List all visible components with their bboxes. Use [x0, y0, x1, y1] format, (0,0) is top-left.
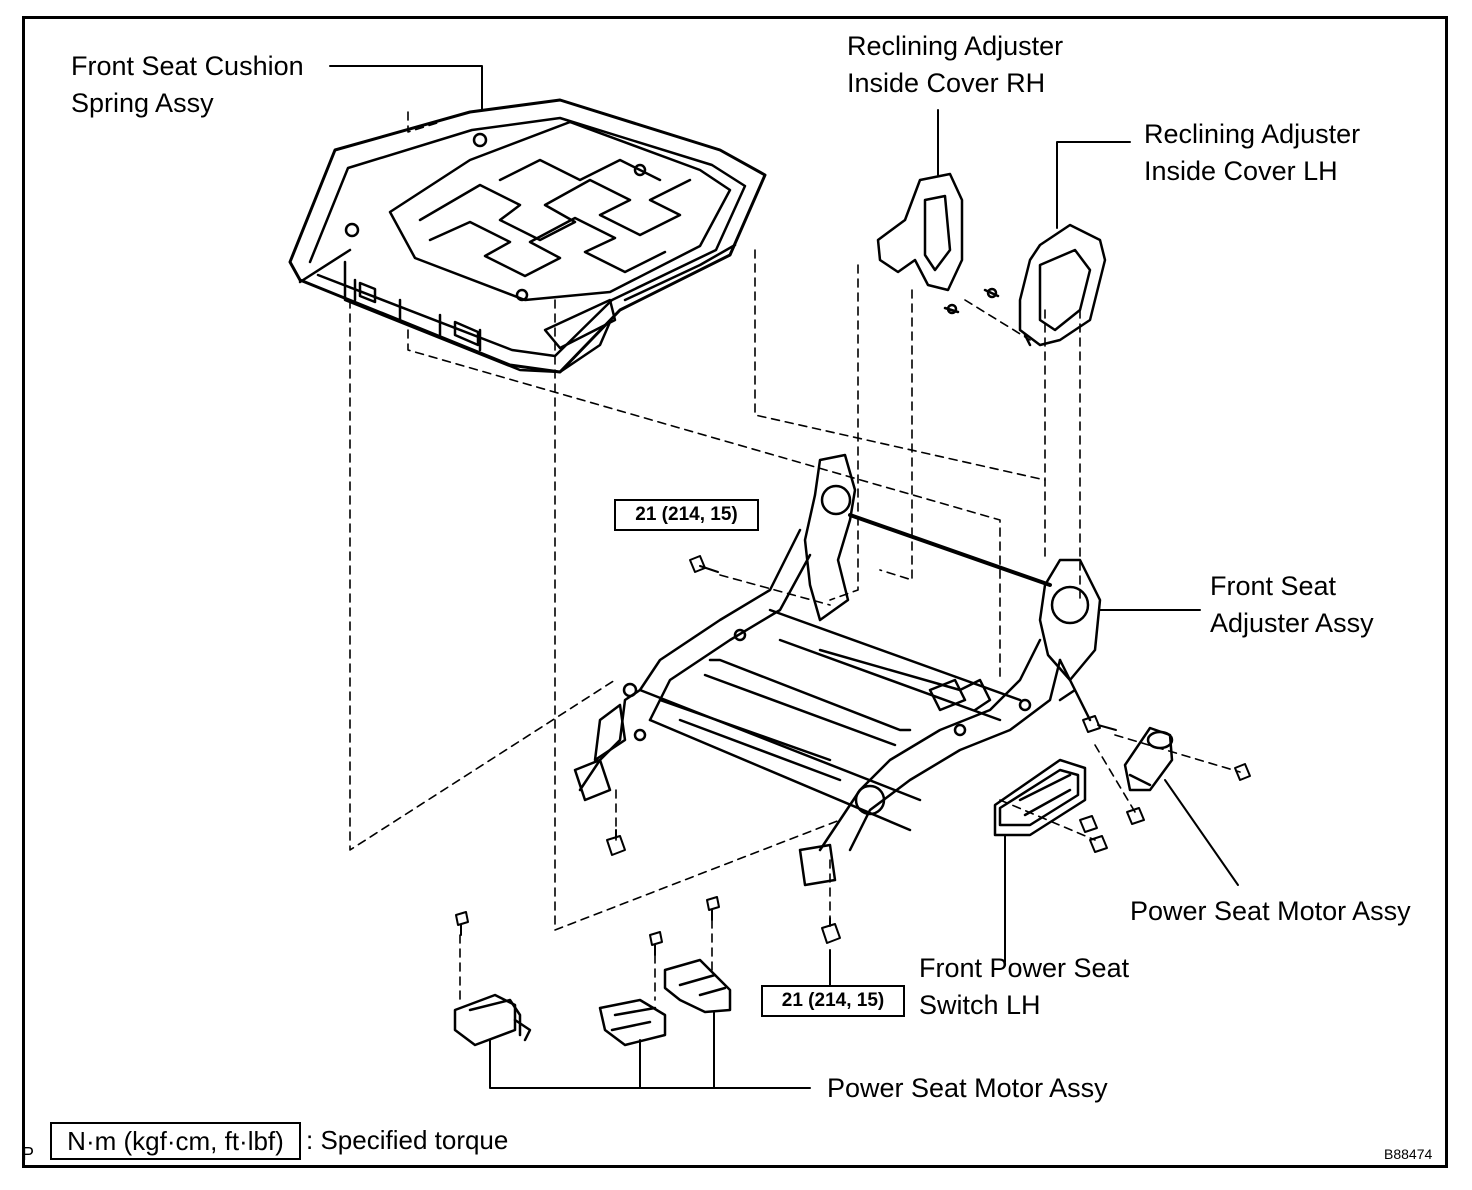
label-front-seat-adjuster-assy: Front Seat Adjuster Assy — [1210, 568, 1374, 642]
front-seat-adjuster-assy — [573, 453, 1102, 887]
seat-cushion-spring-assy — [288, 98, 767, 374]
leader-lines — [329, 65, 1239, 1089]
label-front-seat-cushion-spring-assy: Front Seat Cushion Spring Assy — [71, 48, 304, 122]
front-power-seat-switch-lh — [993, 758, 1087, 837]
figure-id: B88474 — [1384, 1146, 1433, 1162]
label-reclining-adjuster-inside-cover-rh: Reclining Adjuster Inside Cover RH — [847, 28, 1063, 102]
torque-unit-legend-box: N·m (kgf·cm, ft·lbf) — [50, 1122, 301, 1160]
power-seat-motor-bottom-3 — [663, 958, 732, 1014]
label-line: Switch LH — [919, 990, 1041, 1020]
diagram-frame — [22, 16, 1448, 1168]
label-line: Front Seat — [1210, 571, 1337, 601]
label-line: Inside Cover LH — [1144, 156, 1338, 186]
torque-spec-upper: 21 (214, 15) — [614, 499, 759, 531]
label-power-seat-motor-assy-right: Power Seat Motor Assy — [1130, 896, 1411, 926]
reclining-cover-rh — [876, 172, 1000, 315]
label-line: Front Seat Cushion — [71, 51, 304, 81]
label-line: Front Power Seat — [919, 953, 1130, 983]
label-line: Reclining Adjuster — [847, 31, 1064, 61]
label-line: Reclining Adjuster — [1144, 119, 1361, 149]
label-reclining-adjuster-inside-cover-lh: Reclining Adjuster Inside Cover LH — [1144, 116, 1360, 190]
label-power-seat-motor-assy-bottom: Power Seat Motor Assy — [827, 1073, 1108, 1103]
dashed-alignment-lines — [349, 111, 1241, 1001]
label-line: Spring Assy — [71, 88, 214, 118]
label-front-power-seat-switch-lh: Front Power Seat Switch LH — [919, 950, 1129, 1024]
corner-mark: P — [22, 1144, 35, 1164]
label-line: Inside Cover RH — [847, 68, 1046, 98]
reclining-cover-lh — [1018, 223, 1107, 347]
power-seat-motor-bottom-1 — [453, 993, 532, 1047]
torque-spec-lower: 21 (214, 15) — [761, 985, 905, 1017]
label-line: Adjuster Assy — [1210, 608, 1374, 638]
torque-legend-text: : Specified torque — [306, 1125, 509, 1155]
power-seat-motor-bottom-2 — [598, 998, 667, 1047]
